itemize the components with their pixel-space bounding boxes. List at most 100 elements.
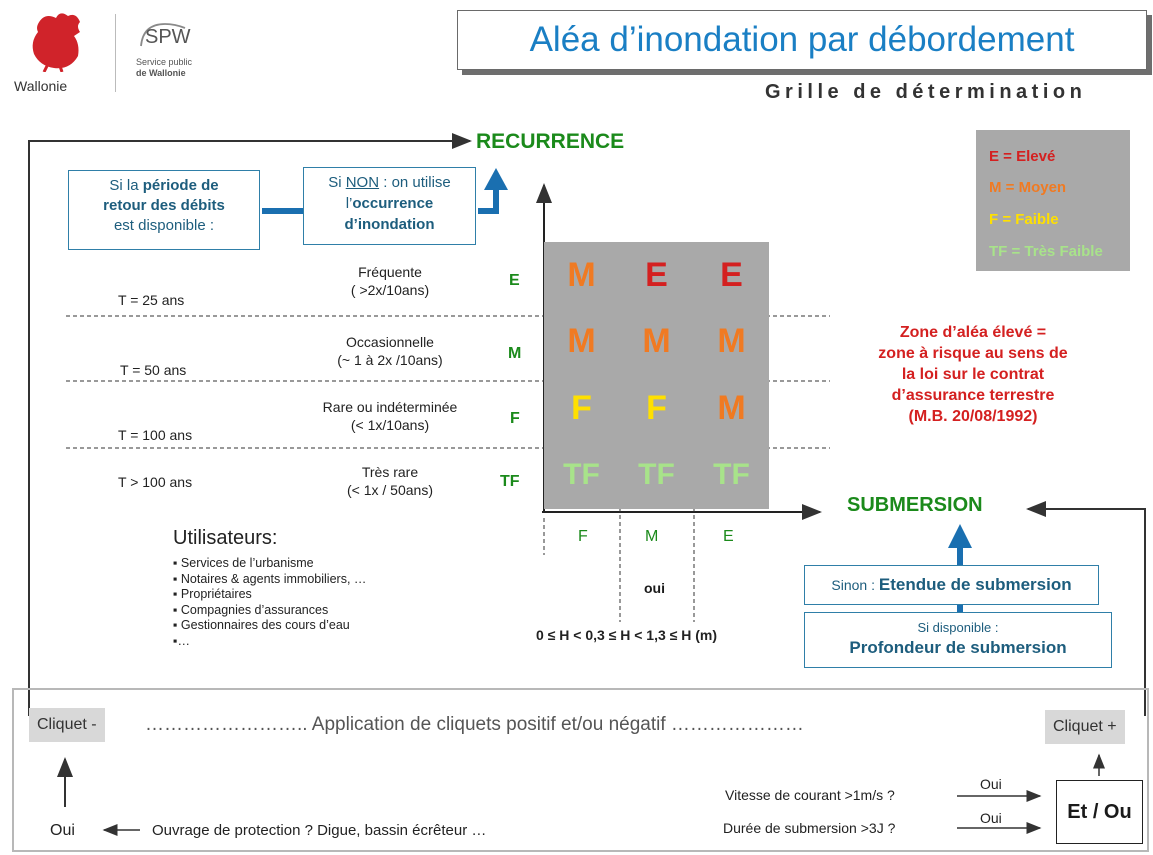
col-label-1: M [645, 528, 659, 545]
spw-sub1: Service public [136, 57, 193, 67]
legend: E = Elevé M = Moyen F = Faible TF = Très… [976, 130, 1130, 271]
dots-left: …………………….. [145, 714, 308, 735]
profondeur-box: Si disponible : Profondeur de submersion [804, 612, 1112, 668]
cliquet-plus: Cliquet + [1045, 710, 1125, 744]
spw-sub2: de Wallonie [136, 68, 186, 78]
wallonie-text: Wallonie [14, 78, 68, 94]
etendue-box: Sinon : Etendue de submersion [804, 565, 1099, 605]
occ-pre: Si [328, 174, 346, 191]
row-t-2: T = 100 ans [118, 427, 193, 443]
grid-cell: F [571, 389, 592, 427]
etendue-pre: Sinon : [831, 577, 879, 593]
application-line: …………………….. Application de cliquets posit… [145, 714, 804, 736]
profondeur-pre: Si disponible : [917, 620, 999, 635]
zone-l1: Zone d’aléa élevé = [899, 324, 1047, 341]
spw-logo: SPW Service public de Wallonie [133, 20, 223, 80]
grid-cell: E [720, 255, 743, 294]
spw-text: SPW [145, 26, 191, 48]
wallonie-logo: Wallonie [14, 10, 110, 95]
vitesse-text: Vitesse de courant >1m/s ? [725, 787, 895, 803]
users-title: Utilisateurs: [173, 527, 278, 549]
occ-line2b: occurrence [352, 195, 434, 212]
grid-cell: E [645, 255, 668, 294]
row-freq-1: (~ 1 à 2x /10ans) [337, 352, 443, 368]
row-freq-3: (< 1x / 50ans) [347, 482, 433, 498]
zone-l3: la loi sur le contrat [901, 366, 1045, 383]
period-pre: Si la [109, 177, 143, 194]
row-level-2: F [510, 410, 520, 427]
submersion-label: SUBMERSION [847, 494, 983, 516]
list-item: ▪ Compagnies d’assurances [173, 602, 329, 617]
grid-cell: TF [638, 458, 675, 492]
users-list: ▪ Services de l’urbanisme ▪ Notaires & a… [173, 556, 366, 649]
grid-cell: M [567, 322, 596, 361]
period-bold2: retour des débits [103, 197, 225, 214]
oui-middle: oui [644, 580, 665, 596]
row-name-0: Fréquente ( >2x/10ans) [300, 263, 480, 299]
row-name-2: Rare ou indéterminée (< 1x/10ans) [300, 398, 480, 434]
grid-cell: F [646, 389, 667, 427]
dots-right: ………………… [670, 714, 804, 735]
etendue-bold: Etendue de submersion [878, 575, 1072, 594]
zone-l4: d’assurance terrestre [891, 387, 1055, 404]
spw-swoosh-icon [140, 23, 186, 47]
period-bold1: période de [142, 177, 219, 194]
page-title: Aléa d’inondation par débordement [529, 20, 1075, 59]
title-box: Aléa d’inondation par débordement [457, 10, 1147, 70]
grid-cell: TF [713, 458, 750, 492]
grid-cell: M [567, 255, 596, 294]
legend-e: E = Elevé [989, 148, 1056, 165]
list-item: ▪… [173, 633, 190, 648]
ouvrage-text: Ouvrage de protection ? Digue, bassin éc… [152, 822, 487, 839]
grid-cell: TF [563, 458, 600, 492]
rooster-icon [32, 13, 80, 73]
row-title-3: Très rare [361, 464, 419, 480]
row-freq-2: (< 1x/10ans) [350, 417, 430, 433]
zone-note: Zone d’aléa élevé = zone à risque au sen… [843, 322, 1103, 427]
occ-non: NON [345, 174, 380, 191]
profondeur-bold: Profondeur de submersion [849, 638, 1067, 657]
depth-scale: 0 ≤ H < 0,3 ≤ H < 1,3 ≤ H (m) [536, 627, 718, 643]
recurrence-label: RECURRENCE [476, 130, 625, 153]
grid-cell: M [717, 389, 746, 427]
row-title-2: Rare ou indéterminée [322, 399, 458, 415]
legend-tf: TF = Très Faible [989, 243, 1103, 260]
page-subtitle: Grille de détermination [765, 81, 1087, 103]
row-t-3: T > 100 ans [118, 474, 193, 490]
period-post: est disponible : [113, 217, 215, 234]
oui-vitesse: Oui [980, 776, 1002, 792]
grid-cell: M [642, 322, 671, 361]
et-ou-box: Et / Ou [1056, 780, 1143, 844]
row-level-3: TF [500, 473, 520, 490]
col-label-2: E [723, 528, 734, 545]
list-item: ▪ Gestionnaires des cours d’eau [173, 618, 350, 632]
row-name-1: Occasionnelle (~ 1 à 2x /10ans) [300, 333, 480, 369]
row-title-1: Occasionnelle [346, 334, 434, 350]
oui-left: Oui [50, 822, 75, 839]
row-t-1: T = 50 ans [120, 362, 187, 378]
row-level-0: E [509, 272, 520, 289]
occ-mid: : on utilise [379, 174, 451, 191]
duree-text: Durée de submersion >3J ? [723, 820, 896, 836]
grid-cell: M [717, 322, 746, 361]
logo-divider [115, 14, 116, 92]
oui-duree: Oui [980, 810, 1002, 826]
col-label-0: F [578, 528, 588, 545]
row-title-0: Fréquente [358, 264, 422, 280]
legend-m: M = Moyen [989, 179, 1067, 196]
row-freq-0: ( >2x/10ans) [350, 282, 430, 298]
occurrence-box: Si NON : on utilise l’occurrence d’inond… [303, 167, 476, 245]
legend-f: F = Faible [989, 211, 1059, 228]
period-box: Si la période de retour des débits est d… [68, 170, 260, 250]
list-item: ▪ Notaires & agents immobiliers, … [173, 571, 367, 586]
cliquet-panel [12, 688, 1149, 852]
occ-line2a: l’ [345, 195, 353, 212]
list-item: ▪ Services de l’urbanisme [173, 556, 314, 570]
list-item: ▪ Propriétaires [173, 587, 252, 601]
row-name-3: Très rare (< 1x / 50ans) [300, 463, 480, 499]
zone-l5: (M.B. 20/08/1992) [908, 408, 1038, 425]
zone-l2: zone à risque au sens de [878, 345, 1068, 362]
application-text: Application de cliquets positif et/ou né… [311, 714, 666, 735]
occ-line3: d’inondation [344, 216, 435, 233]
